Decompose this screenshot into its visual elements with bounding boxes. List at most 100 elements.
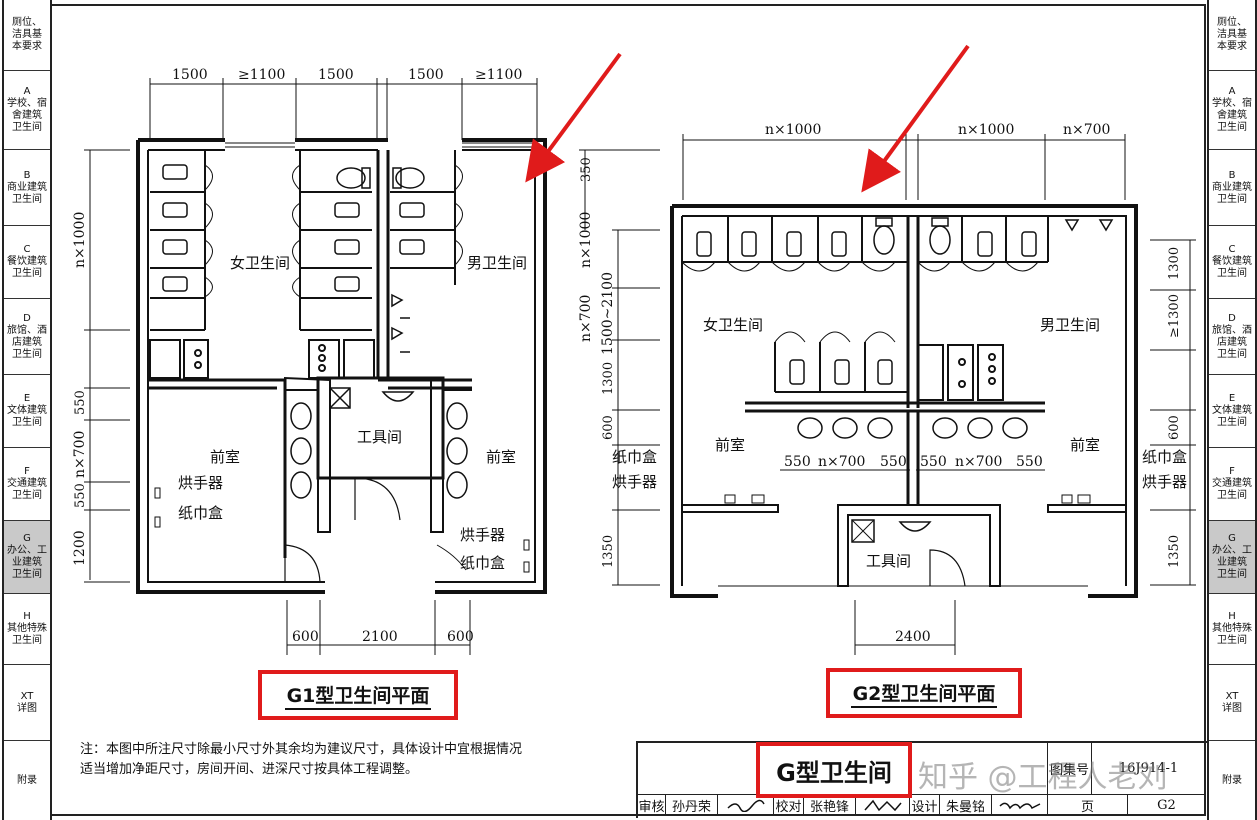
g1-tissue-right-label: 纸巾盒 (460, 554, 505, 572)
g1-front-left-label: 前室 (210, 448, 240, 466)
checker-signature (856, 795, 910, 816)
sidebar-item-c[interactable]: C 餐饮建筑 卫生间 (1209, 226, 1255, 299)
g2-front-right-label: 前室 (1070, 436, 1100, 454)
g2-plan-title: G2型卫生间平面 (826, 668, 1022, 718)
g2-dryer-left-label: 烘手器 (612, 473, 657, 491)
sidebar-item-d[interactable]: D 旅馆、酒 店建筑 卫生间 (4, 299, 50, 375)
sidebar-item-a[interactable]: A 学校、宿 舍建筑 卫生间 (1209, 71, 1255, 150)
g1-dim-bottom-3: 600 (447, 629, 474, 645)
g1-dim-top-1: 1500 (172, 67, 208, 83)
g2-dim-mid-5: n×700 (955, 454, 1002, 470)
drawing-frame (50, 4, 1206, 816)
g1-dim-bottom-1: 600 (292, 629, 319, 645)
g2-dim-top-3: n×700 (1063, 122, 1110, 138)
g2-dim-top-2: n×1000 (958, 122, 1014, 138)
g2-plan-title-text: G2型卫生间平面 (850, 679, 998, 708)
atlas-number: 16J914-1 (1092, 743, 1206, 795)
g2-dim-left-7: 1350 (601, 535, 616, 568)
g2-dim-mid-3: 550 (880, 454, 907, 470)
sidebar-item-basic[interactable]: 厕位、 洁具基 本要求 (4, 0, 50, 71)
g1-dim-left-2: 550 (73, 390, 88, 415)
page-number: G2 (1128, 795, 1206, 816)
g2-dim-mid-1: 550 (784, 454, 811, 470)
checker-name: 张艳锋 (804, 795, 856, 816)
right-index-sidebar: 厕位、 洁具基 本要求 A 学校、宿 舍建筑 卫生间 B 商业建筑 卫生间 C … (1207, 0, 1257, 820)
left-index-sidebar: 厕位、 洁具基 本要求 A 学校、宿 舍建筑 卫生间 B 商业建筑 卫生间 C … (2, 0, 52, 820)
g1-dim-top-3: 1500 (318, 67, 354, 83)
sidebar-item-g[interactable]: G 办公、工 业建筑 卫生间 (4, 521, 50, 594)
g1-dryer-left-label: 烘手器 (178, 474, 223, 492)
red-arrow-g1 (525, 52, 622, 183)
plan-g2 (579, 134, 1196, 655)
drawing-note: 注：本图中所注尺寸除最小尺寸外其余均为建议尺寸，具体设计中宜根据情况 适当增加净… (80, 742, 523, 777)
g1-dim-top-4: 1500 (408, 67, 444, 83)
g1-dim-bottom-2: 2100 (362, 629, 398, 645)
g2-women-label: 女卫生间 (703, 316, 763, 334)
sidebar-item-e[interactable]: E 文体建筑 卫生间 (4, 375, 50, 448)
page-label: 页 (1048, 795, 1128, 816)
designer-name: 朱曼铭 (940, 795, 992, 816)
g1-plan-title-text: G1型卫生间平面 (284, 681, 432, 710)
reviewer-name: 孙丹荣 (666, 795, 718, 816)
title-block: 图集号 16J914-1 审核 孙丹荣 校对 张艳锋 设计 朱曼铭 页 G2 (636, 741, 1208, 818)
g1-dim-left-1: n×1000 (72, 212, 88, 268)
g1-dim-left-3: n×700 (72, 431, 88, 478)
sidebar-item-h[interactable]: H 其他特殊 卫生间 (4, 594, 50, 665)
main-title-highlight: G型卫生间 (756, 742, 912, 798)
g2-front-left-label: 前室 (715, 436, 745, 454)
g2-tissue-left-label: 纸巾盒 (612, 448, 657, 466)
watermark-text: 知乎 @工程人老刘 (918, 760, 1168, 795)
sidebar-item-b[interactable]: B 商业建筑 卫生间 (1209, 150, 1255, 226)
g2-dim-left-5: 1300 (601, 362, 616, 395)
g2-dim-left-4: 1500~2100 (600, 272, 616, 355)
sidebar-item-c[interactable]: C 餐饮建筑 卫生间 (4, 226, 50, 299)
g2-dim-mid-6: 550 (1016, 454, 1043, 470)
sidebar-item-f[interactable]: F 交通建筑 卫生间 (4, 448, 50, 521)
g2-dim-right-4: 1350 (1167, 535, 1182, 568)
sidebar-item-basic[interactable]: 厕位、 洁具基 本要求 (1209, 0, 1255, 71)
g2-dim-right-1: 1300 (1167, 247, 1182, 280)
check-label: 校对 (774, 795, 804, 816)
g2-dim-top-1: n×1000 (765, 122, 821, 138)
g2-tool-label: 工具间 (866, 552, 911, 570)
g2-dim-left-2: n×1000 (578, 212, 594, 268)
sidebar-item-a[interactable]: A 学校、宿 舍建筑 卫生间 (4, 71, 50, 150)
sidebar-item-f[interactable]: F 交通建筑 卫生间 (1209, 448, 1255, 521)
g2-dryer-right-label: 烘手器 (1142, 473, 1187, 491)
sidebar-item-appendix[interactable]: 附录 (17, 774, 37, 786)
review-label: 审核 (638, 795, 666, 816)
g1-men-label: 男卫生间 (467, 254, 527, 272)
g1-tissue-left-label: 纸巾盒 (178, 504, 223, 522)
main-title-text: G型卫生间 (776, 758, 892, 787)
sidebar-item-e[interactable]: E 文体建筑 卫生间 (1209, 375, 1255, 448)
g1-dim-left-5: 1200 (72, 530, 88, 566)
sidebar-item-h[interactable]: H 其他特殊 卫生间 (1209, 594, 1255, 665)
g1-dryer-right-label: 烘手器 (460, 526, 505, 544)
g2-dim-left-1: 350 (579, 157, 594, 182)
g1-women-label: 女卫生间 (230, 254, 290, 272)
g2-dim-left-3: n×700 (578, 295, 594, 342)
sidebar-item-xt[interactable]: XT 详图 (4, 665, 50, 741)
sidebar-item-appendix[interactable]: 附录 (1222, 774, 1242, 786)
atlas-label: 图集号 (1048, 743, 1092, 795)
sidebar-item-b[interactable]: B 商业建筑 卫生间 (4, 150, 50, 226)
g2-dim-bottom-1: 2400 (895, 629, 931, 645)
sidebar-item-xt[interactable]: XT 详图 (1209, 665, 1255, 741)
g1-tool-label: 工具间 (357, 428, 402, 446)
g1-dim-top-2: ≥1100 (238, 67, 285, 83)
g2-tissue-right-label: 纸巾盒 (1142, 448, 1187, 466)
g1-dim-left-4: 550 (73, 483, 88, 508)
g2-men-label: 男卫生间 (1040, 316, 1100, 334)
sidebar-item-g[interactable]: G 办公、工 业建筑 卫生间 (1209, 521, 1255, 594)
g2-dim-left-6: 600 (601, 415, 616, 440)
sidebar-item-d[interactable]: D 旅馆、酒 店建筑 卫生间 (1209, 299, 1255, 375)
design-label: 设计 (910, 795, 940, 816)
reviewer-signature (718, 795, 774, 816)
g2-dim-right-2: ≥1300 (1167, 294, 1182, 338)
g2-dim-mid-2: n×700 (818, 454, 865, 470)
g1-dim-top-5: ≥1100 (475, 67, 522, 83)
g1-front-right-label: 前室 (486, 448, 516, 466)
red-arrow-g2 (861, 44, 970, 193)
g2-dim-right-3: 600 (1167, 415, 1182, 440)
